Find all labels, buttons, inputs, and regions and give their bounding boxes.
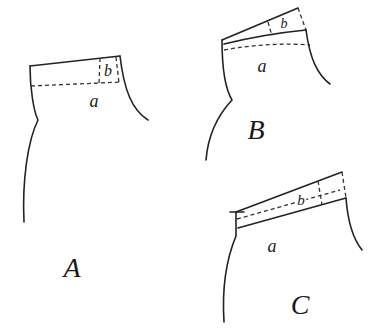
armhole-side — [206, 40, 232, 160]
dashed-line — [99, 58, 100, 84]
moved-shoulder — [238, 198, 346, 228]
dashed-line — [318, 181, 322, 205]
figure-letter: B — [246, 116, 265, 144]
pattern-piece-c — [224, 172, 363, 322]
dashed-line — [31, 82, 122, 86]
figure-letter: A — [62, 254, 81, 282]
dashed-line — [224, 44, 310, 50]
figure-letter: C — [290, 291, 311, 319]
dashed-line — [298, 8, 306, 30]
dashed-line — [237, 190, 340, 219]
region-label: b — [296, 193, 306, 208]
dashed-line — [342, 172, 346, 198]
region-label: b — [280, 17, 289, 31]
pattern-piece-b — [206, 8, 330, 160]
armhole-side — [24, 66, 38, 222]
dashed-line — [116, 57, 119, 83]
region-label: a — [267, 237, 278, 255]
shoulder-line — [222, 8, 298, 40]
neck-curve — [120, 56, 148, 120]
neck-curve — [306, 30, 330, 84]
region-label: a — [257, 57, 268, 75]
shoulder-line — [236, 172, 342, 212]
pattern-piece-a — [24, 56, 148, 222]
moved-shoulder — [224, 30, 306, 44]
region-label: b — [103, 63, 113, 79]
dashed-line — [268, 22, 272, 36]
tick-mark — [230, 211, 244, 213]
armhole-side — [224, 212, 237, 322]
region-label: a — [89, 92, 100, 110]
neck-curve — [346, 198, 362, 250]
